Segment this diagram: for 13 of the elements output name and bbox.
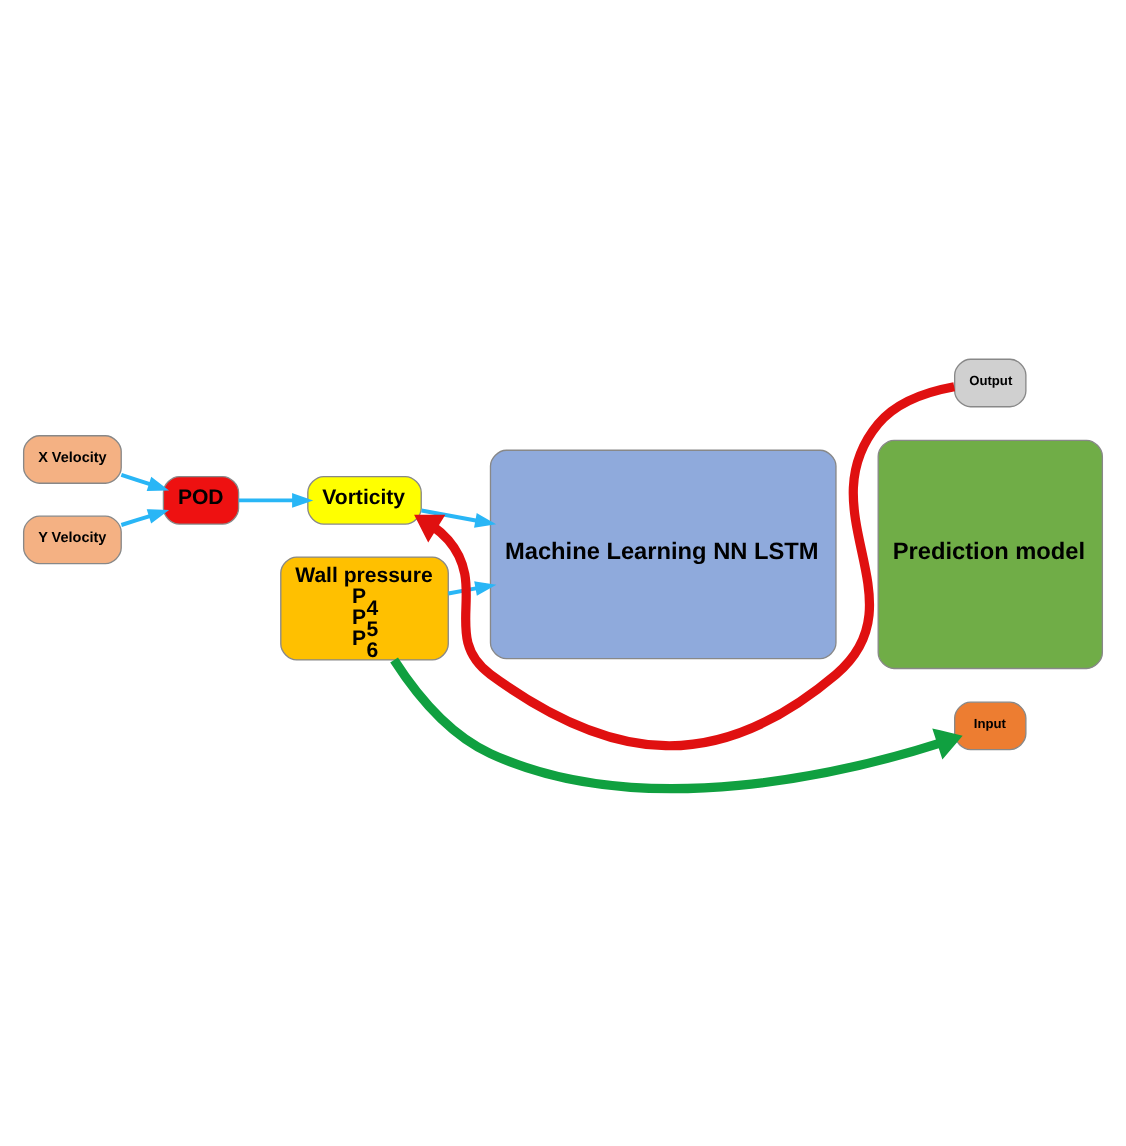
arrow [390,656,963,792]
arrow [421,507,497,527]
node-box: Machine Learning NN LSTM [489,448,837,659]
arrow [120,472,170,490]
node-box: Vorticity [307,474,422,524]
arrow [447,580,497,595]
node-box: Y Velocity [22,514,122,564]
node-box: Prediction model [877,438,1104,669]
arrow [414,381,956,750]
node-box: POD [162,474,240,524]
node-box: X Velocity [22,434,122,483]
arrow [120,508,170,526]
arrow [238,492,314,507]
